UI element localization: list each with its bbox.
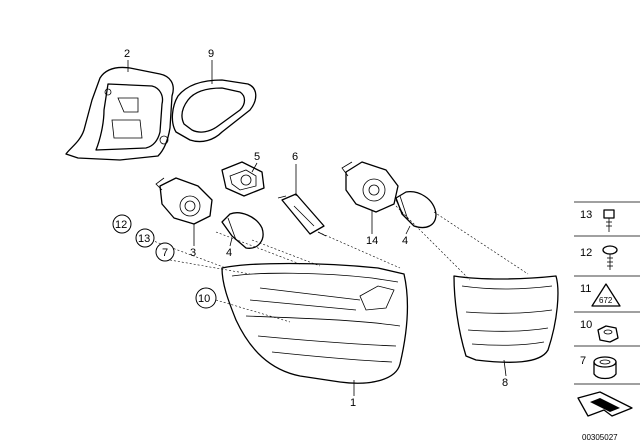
svg-text:7: 7	[162, 247, 168, 259]
callout-1: 1	[350, 397, 356, 409]
circled-callout-10: 10	[195, 287, 217, 309]
part-3-socket	[155, 177, 213, 225]
circled-callout-7: 7	[155, 242, 175, 262]
screw-13-icon	[603, 209, 615, 232]
callout-2: 2	[124, 48, 130, 60]
part-2-cover	[65, 66, 174, 161]
callout-6: 6	[292, 151, 298, 163]
circled-callout-13: 13	[135, 228, 155, 248]
bracket-icon	[577, 391, 633, 417]
grommet-7-icon	[593, 356, 617, 380]
part-4-bulb-left	[221, 212, 264, 249]
assembly-lines	[139, 205, 529, 323]
legend-label-12: 12	[580, 247, 592, 259]
nut-10-icon	[597, 325, 619, 343]
callout-5: 5	[254, 151, 260, 163]
warning-badge-11-icon: 672	[591, 283, 621, 307]
reference-number: 00305027	[582, 433, 618, 442]
part-8-inner-tail-light	[453, 275, 559, 363]
part-9-seal	[171, 79, 257, 143]
legend-label-7: 7	[580, 355, 586, 367]
screw-12-icon	[602, 245, 618, 270]
leader-4b	[405, 225, 411, 235]
callout-4b: 4	[402, 235, 408, 247]
part-1-outer-tail-light	[221, 262, 409, 384]
part-14-socket	[341, 161, 399, 213]
svg-text:13: 13	[138, 233, 150, 245]
part-4-bulb-right	[395, 191, 437, 229]
callout-9: 9	[208, 48, 214, 60]
callout-3: 3	[190, 247, 196, 259]
legend-label-13: 13	[580, 209, 592, 221]
leader-5	[251, 162, 258, 173]
svg-text:12: 12	[115, 219, 127, 231]
legend-label-10: 10	[580, 319, 592, 331]
leader-8	[503, 359, 507, 377]
leader-4a	[229, 237, 233, 247]
circled-callout-12: 12	[112, 214, 132, 234]
hardware-legend: 13 12 11 672 10 7	[574, 201, 640, 417]
part-6-festoon-bulb	[277, 193, 327, 237]
part-5-socket	[221, 161, 265, 197]
badge-text: 672	[599, 296, 613, 305]
callout-4a: 4	[226, 247, 232, 259]
svg-text:10: 10	[198, 293, 210, 305]
legend-label-11: 11	[580, 283, 591, 295]
callout-8: 8	[502, 377, 508, 389]
callout-14: 14	[366, 235, 378, 247]
